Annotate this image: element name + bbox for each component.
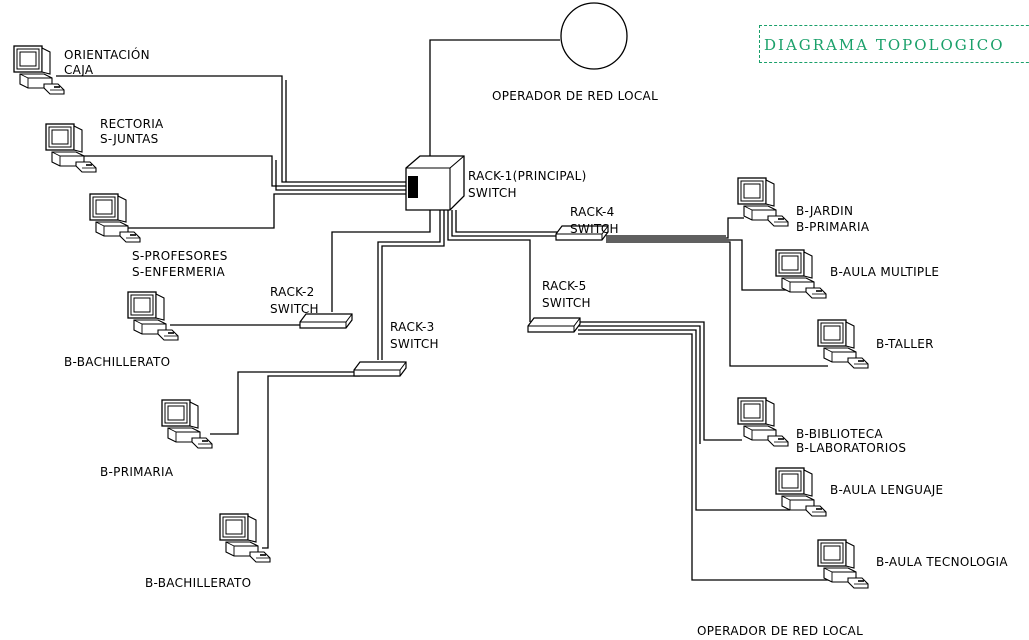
computer-icon (89, 193, 141, 243)
link-taller (606, 241, 828, 367)
profesores-sublabel: S-ENFERMERIA (132, 265, 225, 279)
biblioteca-sublabel: B-LABORATORIOS (796, 441, 906, 455)
link-rack5 (447, 210, 531, 322)
link-rectoria (82, 155, 406, 187)
jardin-label: B-JARDIN (796, 204, 853, 218)
computer-icon (219, 513, 271, 563)
computer-icon (817, 319, 869, 369)
link-aula-multiple (606, 239, 792, 291)
rack5-switch-icon (527, 317, 581, 333)
aula-tecnologia-label: B-AULA TECNOLOGIA (876, 555, 1008, 569)
link-orientacion (56, 75, 406, 183)
link-jardin (606, 217, 744, 239)
bachillerato-bottom-label: B-BACHILLERATO (145, 576, 251, 590)
biblioteca-label: B-BIBLIOTECA (796, 427, 883, 441)
link-rack4 (451, 210, 560, 237)
rack2-switch-icon (299, 313, 353, 329)
computer-icon (817, 539, 869, 589)
rack3-switch-icon (353, 361, 407, 377)
link-aula-lenguaje (578, 329, 790, 511)
connection-lines (56, 39, 830, 581)
diagram-title: DIAGRAMA TOPOLOGICO (764, 36, 1005, 54)
link-biblioteca (578, 321, 742, 441)
link-rack2 (331, 210, 431, 312)
rack2-label: RACK-2 (270, 285, 315, 299)
computer-icon (737, 397, 789, 447)
computer-icon (127, 291, 179, 341)
operator-top-label: OPERADOR DE RED LOCAL (492, 89, 658, 103)
orientacion-sublabel: CAJA (64, 63, 94, 77)
title-frame (759, 25, 1029, 63)
aula-multiple-label: B-AULA MULTIPLE (830, 265, 939, 279)
rack3-type: SWITCH (390, 337, 439, 351)
link-primaria-left (210, 371, 358, 435)
computer-icon (45, 123, 97, 173)
rectoria-label: RECTORIA (100, 117, 164, 131)
link-rack3 (377, 210, 441, 360)
computer-icon (775, 467, 827, 517)
orientacion-label: ORIENTACIÓN (64, 47, 150, 62)
link-aula-tecnologia (578, 333, 830, 581)
jardin-sublabel: B-PRIMARIA (796, 220, 870, 234)
rack1-type: SWITCH (468, 186, 517, 200)
computer-icon (161, 399, 213, 449)
operator-bottom-label: OPERADOR DE RED LOCAL (697, 624, 863, 638)
computer-icon (775, 249, 827, 299)
link-operator-top (429, 39, 560, 160)
rack5-label: RACK-5 (542, 279, 587, 293)
rack4-type: SWITCH (570, 222, 619, 236)
computer-icon (13, 45, 65, 95)
primaria-left-label: B-PRIMARIA (100, 465, 174, 479)
rack3-label: RACK-3 (390, 320, 435, 334)
link-bachillerato-bottom (262, 375, 360, 549)
rack2-type: SWITCH (270, 302, 319, 316)
rack1-label: RACK-1(PRINCIPAL) (468, 169, 587, 183)
rack4-label: RACK-4 (570, 205, 615, 219)
aula-lenguaje-label: B-AULA LENGUAJE (830, 483, 943, 497)
rack5-type: SWITCH (542, 296, 591, 310)
taller-label: B-TALLER (876, 337, 934, 351)
rectoria-sublabel: S-JUNTAS (100, 132, 159, 146)
computer-icon (737, 177, 789, 227)
bachillerato-left-label: B-BACHILLERATO (64, 355, 170, 369)
link-profesores (126, 193, 406, 229)
operator-circle-icon (560, 2, 628, 70)
profesores-label: S-PROFESORES (132, 249, 228, 263)
rack1-cabinet-icon (405, 155, 465, 211)
